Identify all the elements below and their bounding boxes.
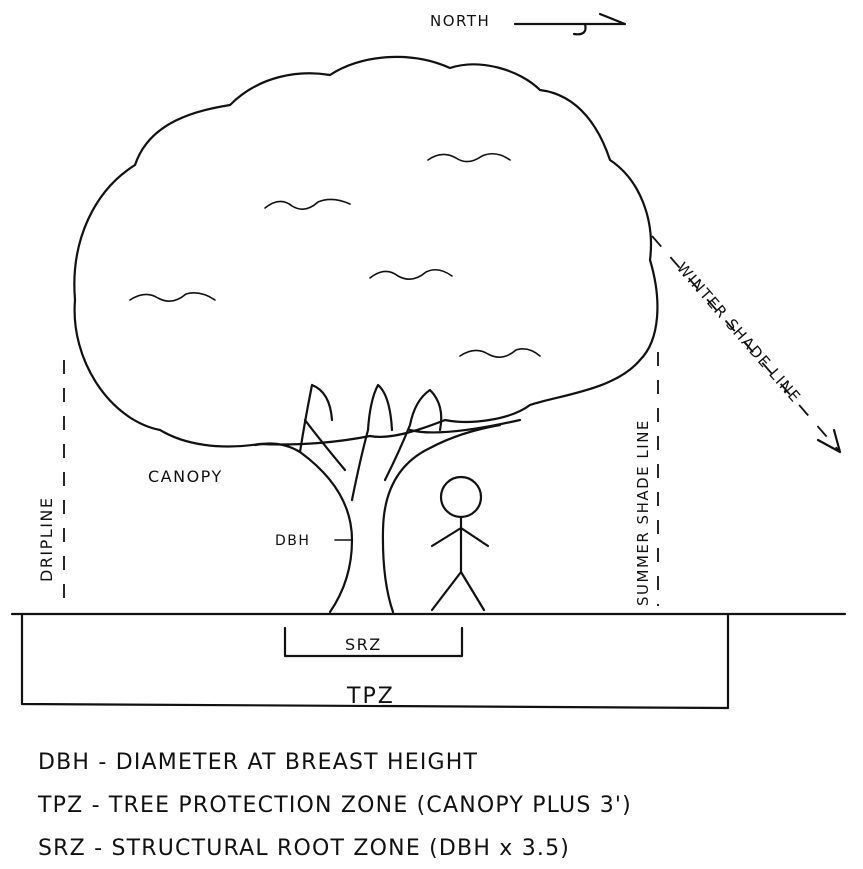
north-label: NORTH bbox=[430, 12, 490, 30]
winter-shade-label: WINTER SHADE LINE bbox=[673, 259, 805, 407]
tpz-label: TPZ bbox=[346, 684, 395, 709]
summer-shade-label: SUMMER SHADE LINE bbox=[634, 419, 652, 606]
canopy-label: CANOPY bbox=[148, 467, 223, 486]
canopy-texture bbox=[129, 152, 541, 358]
canopy-outline bbox=[73, 55, 659, 448]
winter-shade-arrowhead bbox=[816, 428, 842, 454]
tree-trunk bbox=[253, 383, 522, 614]
srz-bracket bbox=[283, 626, 464, 658]
legend-line-srz: SRZ - STRUCTURAL ROOT ZONE (DBH x 3.5) bbox=[38, 836, 570, 861]
north-arrow: NORTH bbox=[430, 12, 627, 36]
srz-label: SRZ bbox=[345, 635, 382, 654]
legend: DBH - DIAMETER AT BREAST HEIGHT TPZ - TR… bbox=[37, 750, 632, 861]
person-figure bbox=[430, 475, 490, 612]
tpz-box bbox=[20, 612, 730, 710]
dbh-label: DBH bbox=[275, 533, 310, 549]
north-arrow-line bbox=[513, 12, 627, 36]
dripline-label: DRIPLINE bbox=[37, 496, 56, 582]
winter-shade-line bbox=[651, 235, 841, 453]
legend-line-tpz: TPZ - TREE PROTECTION ZONE (CANOPY PLUS … bbox=[37, 793, 632, 818]
legend-line-dbh: DBH - DIAMETER AT BREAST HEIGHT bbox=[38, 750, 478, 775]
